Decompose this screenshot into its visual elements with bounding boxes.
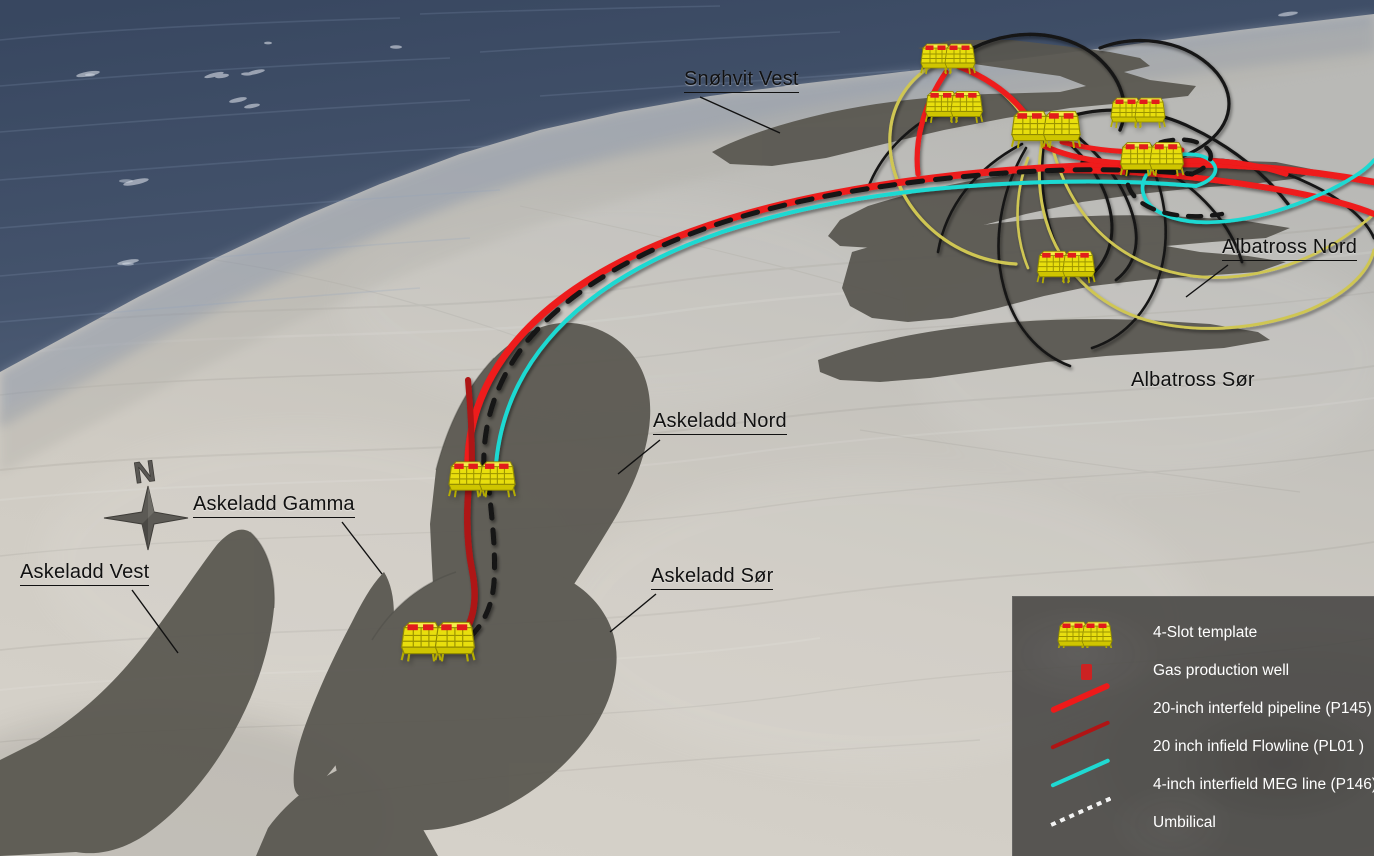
field-label-snohvit-vest: Snøhvit Vest [684,68,799,93]
field-label-askeladd-vest: Askeladd Vest [20,561,150,586]
legend-label-interfield-pipeline: 20-inch interfeld pipeline (P145) [1153,700,1372,717]
field-label-askeladd-nord: Askeladd Nord [653,410,787,435]
legend-label-umbilical: Umbilical [1153,814,1216,831]
field-label-askeladd-gamma: Askeladd Gamma [193,493,355,518]
legend-swatch-meg-line [1013,758,1153,805]
legend-swatch-interfield-pipeline [1013,682,1153,729]
field-askeladd-vest [0,529,275,856]
legend-label-meg-line: 4-inch interfield MEG line (P146) [1153,776,1374,793]
legend-item-meg-line: 4-inch interfield MEG line (P146) [1013,758,1374,805]
legend-item-infield-flowline: 20 inch infield Flowline (PL01 ) [1013,720,1374,767]
leader-line-albatross-nord [1185,264,1229,298]
field-label-albatross-sor: Albatross Sør [1131,369,1255,391]
meg-line-p146 [494,152,1374,466]
legend-swatch-4-slot-template [1013,613,1153,653]
leader-line-askeladd-gamma [341,521,383,575]
field-askeladd-gamma [293,572,394,797]
leader-line-snohvit-vest [699,96,781,134]
legend-item-4-slot-template: 4-Slot template [1013,613,1374,653]
field-snohvit-main [828,160,1316,248]
legend-swatch-infield-flowline [1013,720,1153,767]
legend-label-infield-flowline: 20 inch infield Flowline (PL01 ) [1153,738,1365,755]
leader-line-askeladd-nord [617,439,661,475]
template-icon [1057,621,1113,648]
field-label-askeladd-sor: Askeladd Sør [651,565,774,590]
legend-label-gas-production-well: Gas production well [1153,662,1290,679]
legend-swatch-umbilical [1013,796,1153,843]
leader-line-askeladd-sor [609,593,657,633]
well-marker-icon [1081,664,1092,680]
legend-item-interfield-pipeline: 20-inch interfeld pipeline (P145) [1013,682,1374,729]
legend-item-gas-production-well: Gas production well [1013,651,1374,691]
legend-item-umbilical: Umbilical [1013,796,1374,843]
field-label-albatross-nord: Albatross Nord [1222,236,1358,261]
compass-star-icon [103,485,189,551]
leader-line-askeladd-vest [131,589,179,654]
compass-north-letter: N [132,455,158,491]
field-askeladd-sor-tail [256,762,438,856]
legend-swatch-gas-production-well [1013,651,1153,691]
legend-label-4-slot-template: 4-Slot template [1153,624,1258,641]
